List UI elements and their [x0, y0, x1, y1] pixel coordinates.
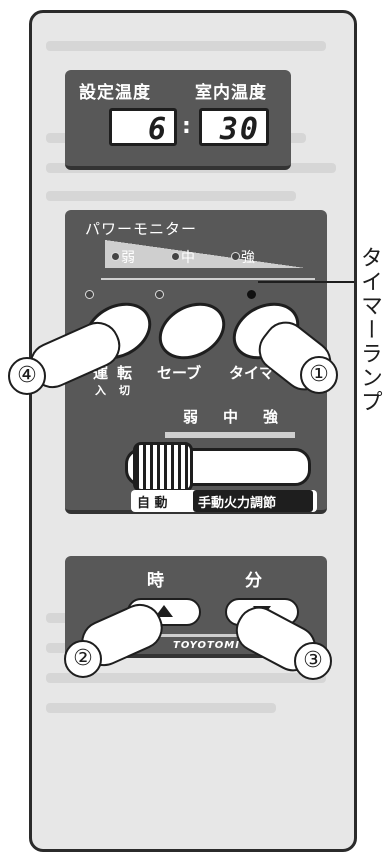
flame-level-medium: 中	[223, 408, 239, 426]
flame-level-weak: 弱	[183, 408, 199, 426]
run-button-label-2: 転	[117, 364, 133, 382]
run-on-label: 入	[95, 384, 106, 397]
power-lamp-weak	[111, 252, 120, 261]
flame-scale	[165, 432, 295, 438]
power-level-weak: 弱	[121, 250, 135, 266]
timer-lamp-leader	[258, 281, 354, 283]
save-lamp	[155, 290, 164, 299]
step-1-marker: ①	[300, 356, 338, 394]
timer-lamp-caption: タイマーランプ	[357, 246, 382, 414]
flame-slider-knob[interactable]	[133, 442, 193, 492]
run-off-label: 切	[119, 384, 130, 397]
set-temperature-label: 設定温度	[79, 83, 151, 103]
minute-label: 分	[245, 571, 262, 591]
hour-label: 時	[147, 571, 164, 591]
display-separator: :	[182, 114, 191, 139]
power-level-medium: 中	[181, 250, 195, 266]
brand-bar	[117, 634, 301, 637]
timer-lamp	[247, 290, 256, 299]
set-temperature-display: 6	[109, 108, 177, 147]
power-monitor-ramp	[105, 240, 305, 268]
step-2-marker: ②	[64, 640, 102, 678]
save-button-label: セーブ	[157, 364, 202, 382]
faint-text-line	[46, 673, 326, 683]
step-4-marker: ④	[8, 357, 46, 395]
power-lamp-strong	[231, 252, 240, 261]
up-arrow-icon	[155, 605, 173, 617]
faint-text-line	[46, 191, 296, 201]
auto-mode-label: 自 動	[137, 496, 168, 511]
room-temperature-display: 30	[199, 108, 269, 147]
room-temperature-label: 室内温度	[195, 83, 267, 103]
power-level-strong: 強	[241, 250, 255, 266]
manual-mode-chip	[193, 490, 313, 512]
flame-level-strong: 強	[263, 408, 279, 426]
brand-logo: TOYOTOMI	[173, 640, 240, 651]
manual-mode-label: 手動火力調節	[198, 496, 277, 511]
step-3-marker: ③	[294, 642, 332, 680]
temperature-panel: 設定温度 室内温度 6 : 30	[65, 70, 291, 170]
divider-line	[101, 278, 315, 280]
faint-text-line	[46, 703, 276, 713]
power-lamp-medium	[171, 252, 180, 261]
run-lamp	[85, 290, 94, 299]
heater-control-body: 設定温度 室内温度 6 : 30 パワーモニター 弱 中 強 運 転 入 切 セ…	[29, 10, 357, 852]
faint-text-line	[46, 41, 326, 51]
power-monitor-title: パワーモニター	[85, 220, 198, 238]
save-button[interactable]	[148, 291, 236, 371]
